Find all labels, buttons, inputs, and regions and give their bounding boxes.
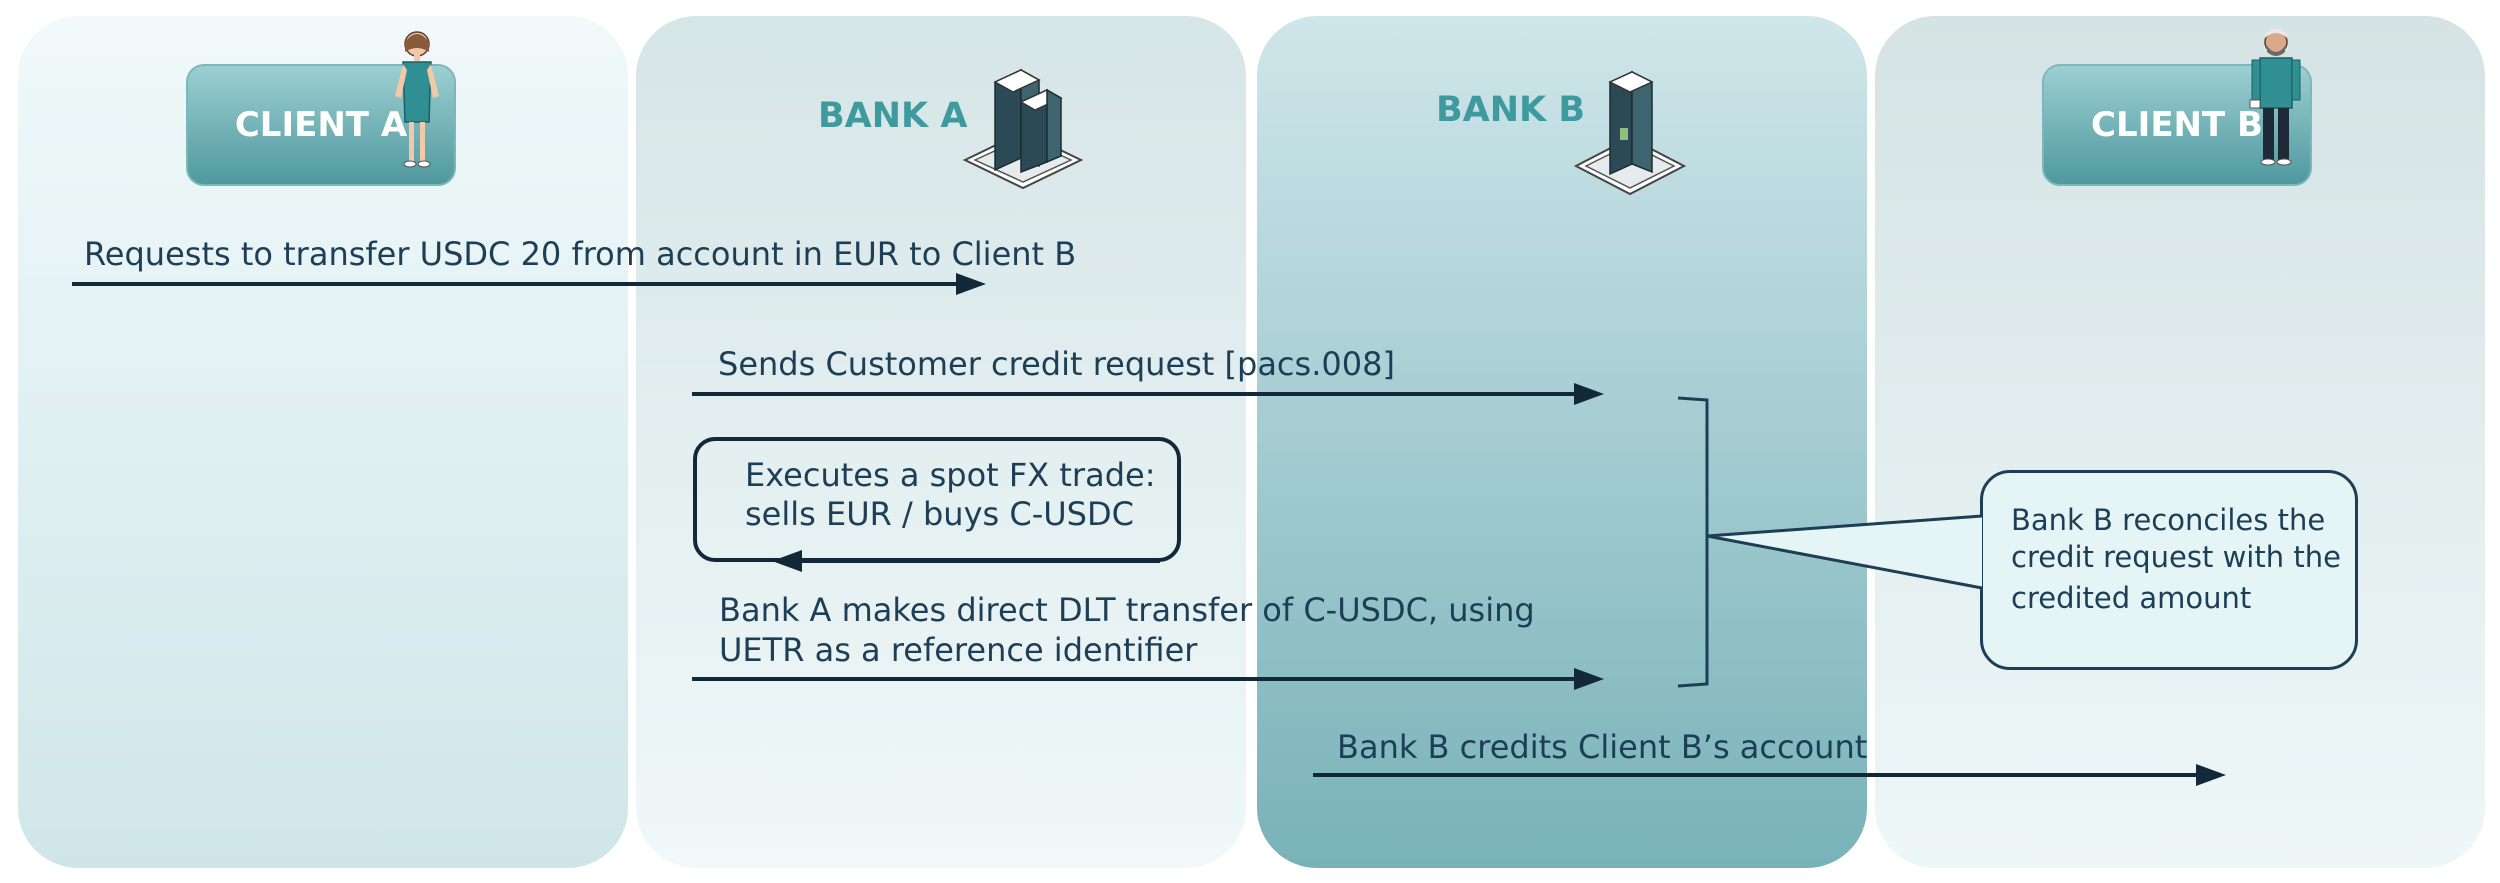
callout-line3: credited amount [2011,581,2252,615]
client-a-title: CLIENT A [234,105,408,145]
callout-line1: Bank B reconciles the [2011,503,2326,537]
reconcile-callout [1980,470,2358,670]
reconcile-bracket [1677,396,1709,688]
bank-b-title: BANK B [1436,90,1586,130]
lane-bank-a [636,16,1246,868]
bank-building-icon [962,68,1084,190]
msg-fx-line2: sells EUR / buys C-USDC [745,495,1134,533]
msg-dlt-line1: Bank A makes direct DLT transfer of C-US… [719,591,1535,629]
callout-line2: credit request with the [2011,540,2341,574]
bank-building-icon [1573,70,1687,196]
msg-request-transfer: Requests to transfer USDC 20 from accoun… [84,235,1077,273]
callout-pointer [1706,514,1983,590]
client-b-title: CLIENT B [2091,105,2263,145]
arrow-dlt-transfer [692,668,1604,690]
arrow-credit-client-b [1313,764,2226,786]
msg-dlt-line2: UETR as a reference identifier [719,631,1198,669]
msg-fx-line1: Executes a spot FX trade: [745,456,1156,494]
man-person-icon [2249,29,2301,166]
woman-person-icon [395,31,439,168]
msg-credit-request: Sends Customer credit request [pacs.008] [718,345,1395,383]
arrow-fx-trade [772,550,1160,572]
msg-credit-client-b: Bank B credits Client B’s account [1337,728,1868,766]
lane-bank-b [1257,16,1867,868]
arrow-credit-request [692,383,1604,405]
bank-a-title: BANK A [818,96,968,136]
arrow-request-transfer [72,273,986,295]
